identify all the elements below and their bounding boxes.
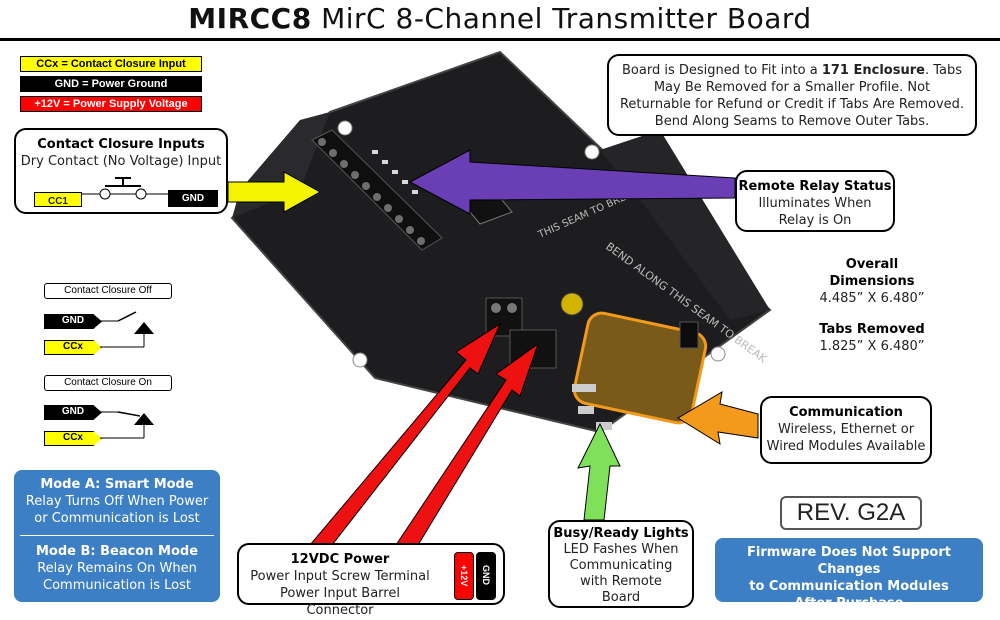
gnd-chip: GND — [168, 190, 218, 207]
modes-box: Mode A: Smart Mode Relay Turns Off When … — [14, 470, 220, 602]
busy-ready-arrow — [577, 422, 621, 521]
contact-inputs-subtitle: Dry Contact (No Voltage) Input — [20, 154, 222, 169]
contact-inputs-heading: Contact Closure Inputs — [37, 137, 205, 152]
color-legend: CCx = Contact Closure Input GND = Power … — [20, 56, 202, 112]
legend-ccx: CCx = Contact Closure Input — [20, 56, 202, 72]
overall-dimensions-value: 4.485” X 6.480” — [819, 291, 925, 306]
title-divider — [0, 38, 1000, 41]
off-gnd-chip: GND — [44, 314, 102, 329]
tabs-removed-value: 1.825” X 6.480” — [819, 339, 925, 354]
enclosure-name: 171 Enclosure — [821, 63, 925, 78]
cc1-chip: CC1 — [34, 192, 82, 207]
enclosure-note: Board is Designed to Fit into a 171 Encl… — [607, 54, 977, 136]
revision-label: REV. G2A — [780, 496, 922, 530]
contact-closure-off-label: Contact Closure Off — [44, 283, 172, 299]
contact-inputs-arrow — [227, 171, 322, 213]
contact-inputs-callout: Contact Closure Inputs Dry Contact (No V… — [14, 128, 228, 214]
switch-closed-icon — [100, 411, 154, 439]
communication-heading: Communication — [789, 405, 903, 420]
communication-arrow — [677, 391, 759, 446]
power-arrow-barrel — [395, 342, 539, 546]
on-gnd-chip: GND — [44, 405, 102, 420]
switch-icon — [73, 177, 173, 200]
relay-status-arrow — [408, 149, 736, 215]
on-ccx-chip: CCx — [44, 431, 102, 446]
modes-divider — [20, 535, 214, 536]
contact-closure-on-label: Contact Closure On — [44, 375, 172, 391]
power-heading: 12VDC Power — [290, 552, 390, 567]
busy-ready-callout: Busy/Ready Lights LED Fashes When Commun… — [548, 520, 694, 608]
mode-b-heading: Mode B: Beacon Mode — [35, 544, 199, 559]
off-ccx-chip: CCx — [44, 340, 102, 355]
power-arrow-screw — [308, 322, 502, 546]
busy-ready-heading: Busy/Ready Lights — [553, 526, 689, 541]
firmware-note: Firmware Does Not Support Changes to Com… — [715, 538, 983, 611]
power-plus-chip: +12V — [454, 552, 474, 600]
relay-status-heading: Remote Relay Status — [738, 179, 892, 194]
page-title: MIRCC8 MirC 8-Channel Transmitter Board — [188, 2, 812, 35]
communication-callout: Communication Wireless, Ethernet or Wire… — [760, 396, 932, 464]
legend-12v: +12V = Power Supply Voltage — [20, 96, 202, 112]
switch-open-icon — [100, 311, 154, 348]
power-gnd-chip: GND — [476, 552, 496, 600]
mode-a-heading: Mode A: Smart Mode — [40, 477, 194, 492]
relay-status-callout: Remote Relay Status Illuminates When Rel… — [735, 170, 895, 232]
dimensions-block: Overall Dimensions 4.485” X 6.480” Tabs … — [792, 256, 952, 355]
legend-gnd: GND = Power Ground — [20, 76, 202, 92]
